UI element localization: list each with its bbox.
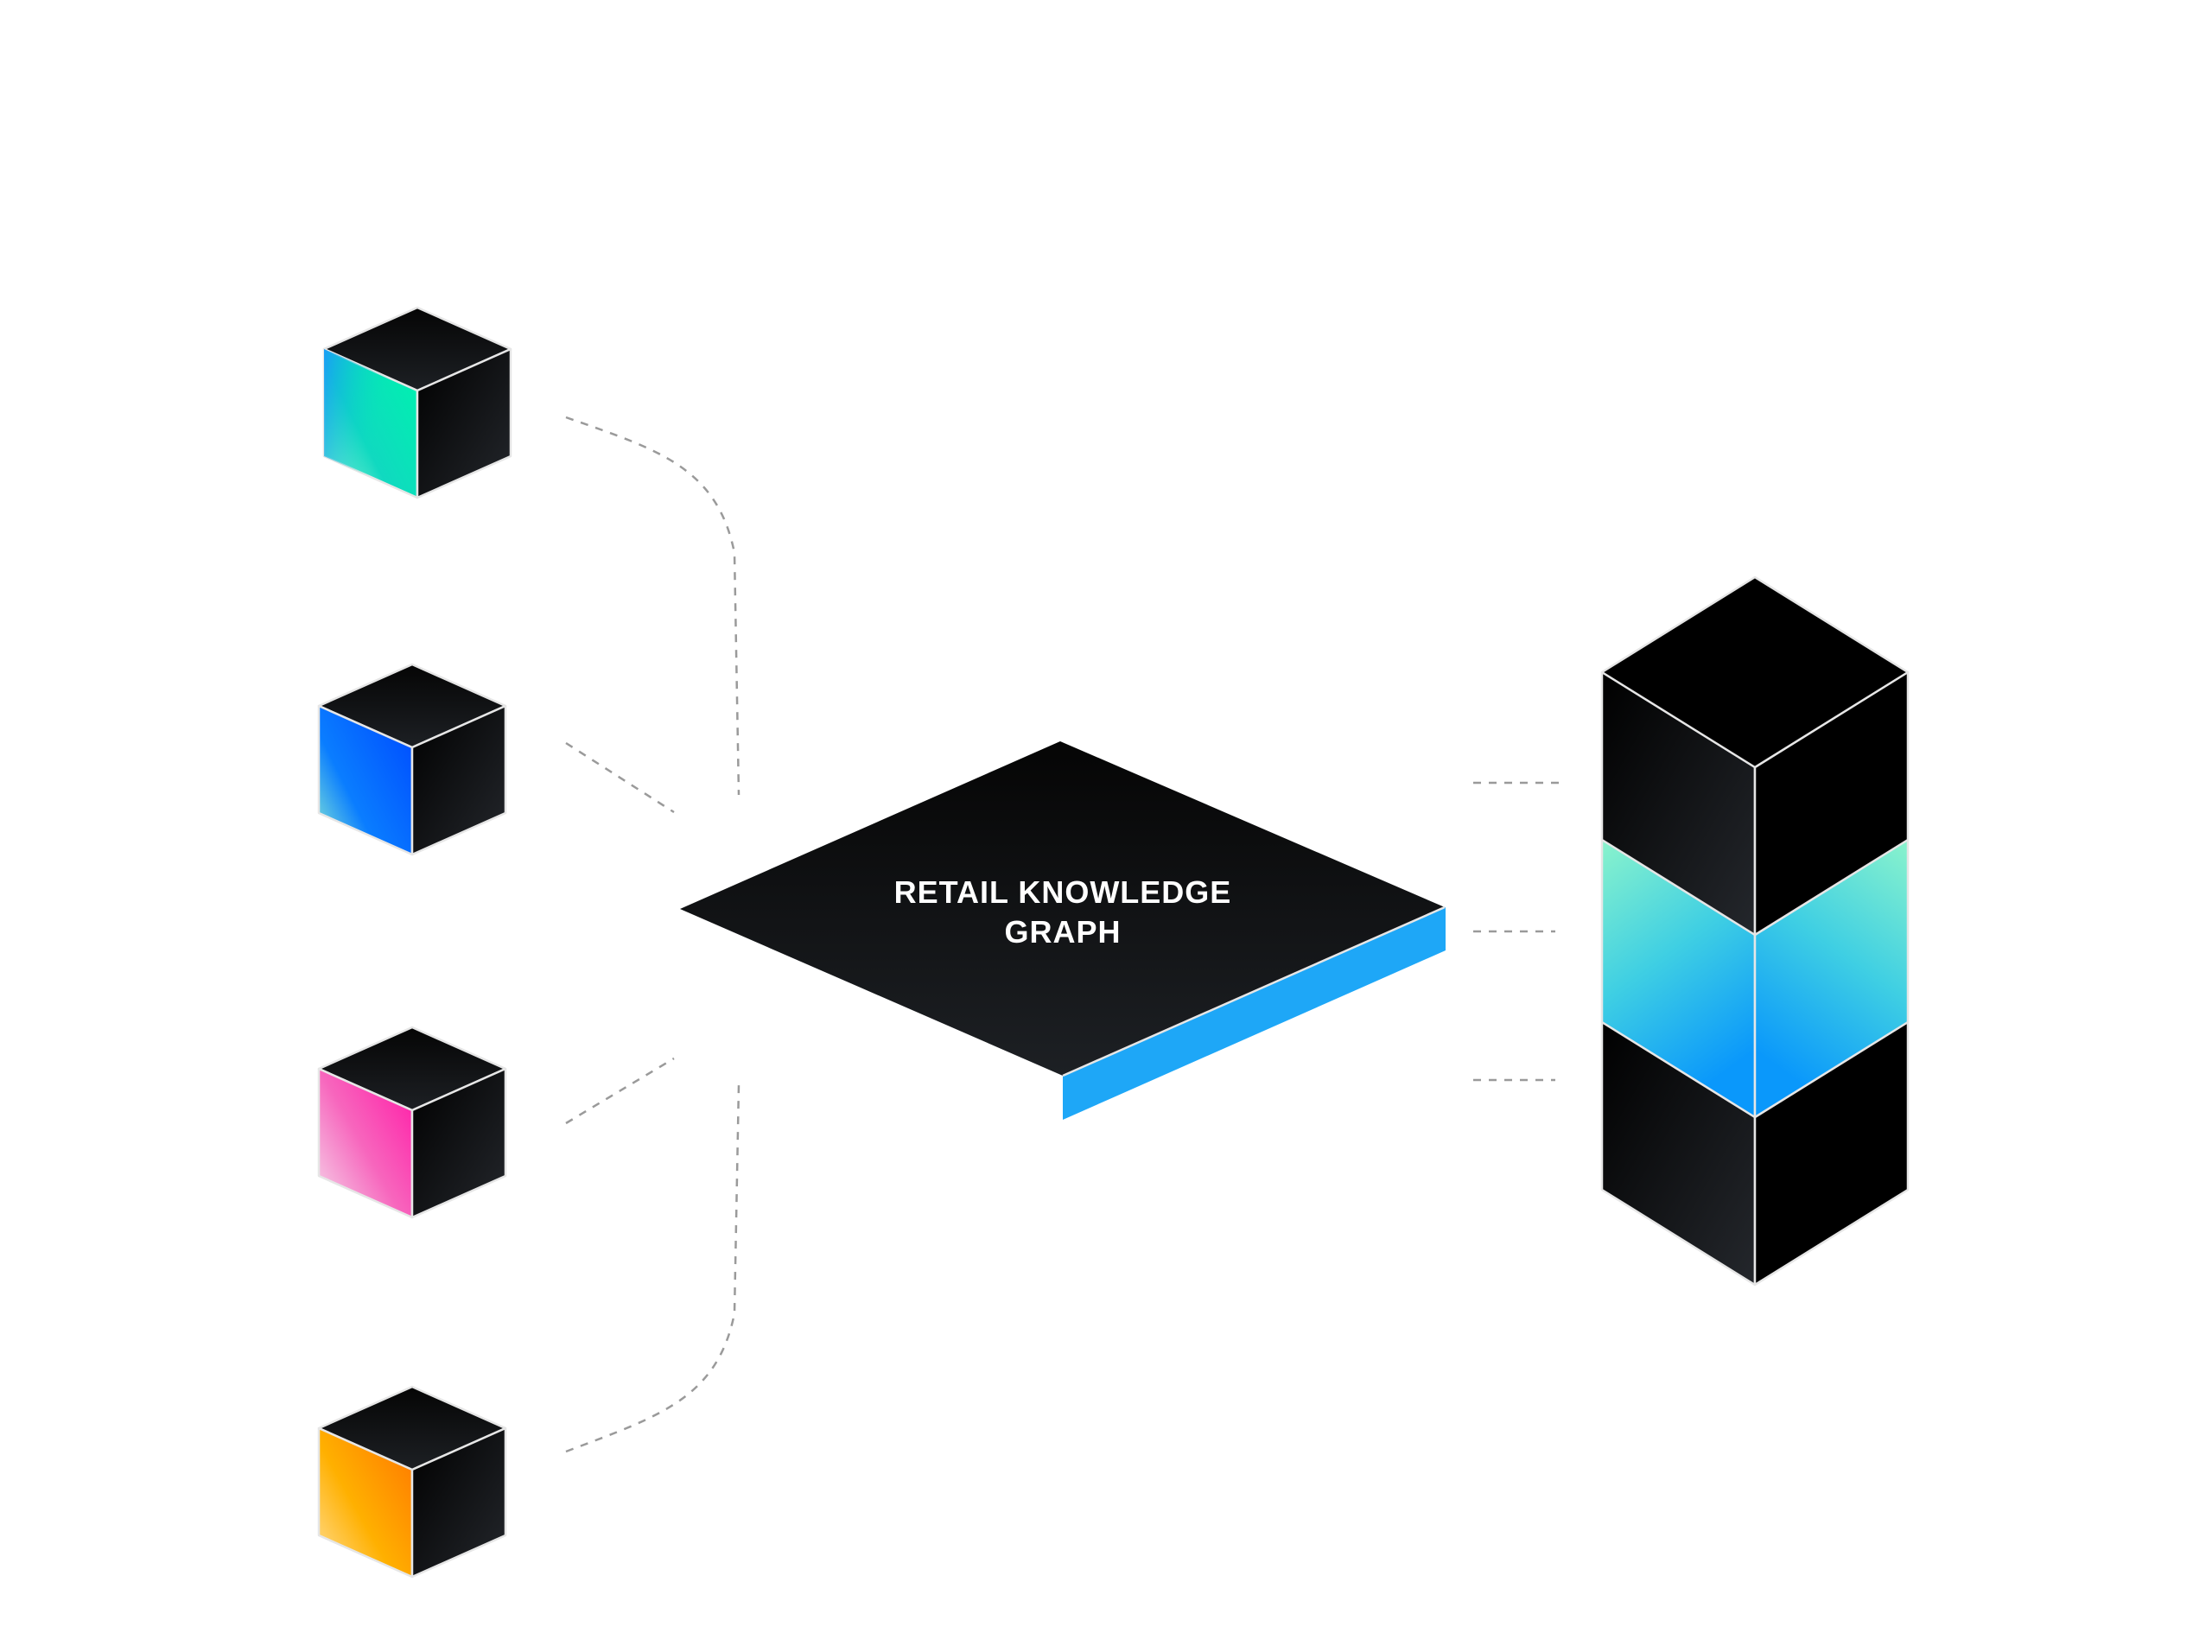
connector-source-3	[565, 1057, 675, 1125]
platform-top-face	[680, 741, 1445, 1076]
source-cube-icon-2	[317, 663, 507, 856]
connector-source-2	[565, 741, 675, 814]
source-cube-icon-3	[317, 1026, 507, 1219]
source-cube-icon-4	[317, 1385, 507, 1579]
source-cube-icon-1	[322, 306, 512, 499]
output-tower-icon	[1600, 575, 1910, 1287]
platform-side-face	[1063, 907, 1446, 1120]
graph-label-line-1: RETAIL KNOWLEDGE	[893, 874, 1232, 910]
connector-source-1	[565, 416, 741, 796]
knowledge-graph-label: RETAIL KNOWLEDGE GRAPH	[847, 873, 1279, 952]
connector-source-4	[565, 1083, 741, 1453]
source-connectors	[565, 416, 741, 1453]
knowledge-graph-platform	[680, 741, 1446, 1120]
graph-label-line-2: GRAPH	[1004, 914, 1122, 950]
output-connectors	[1473, 781, 1564, 1082]
